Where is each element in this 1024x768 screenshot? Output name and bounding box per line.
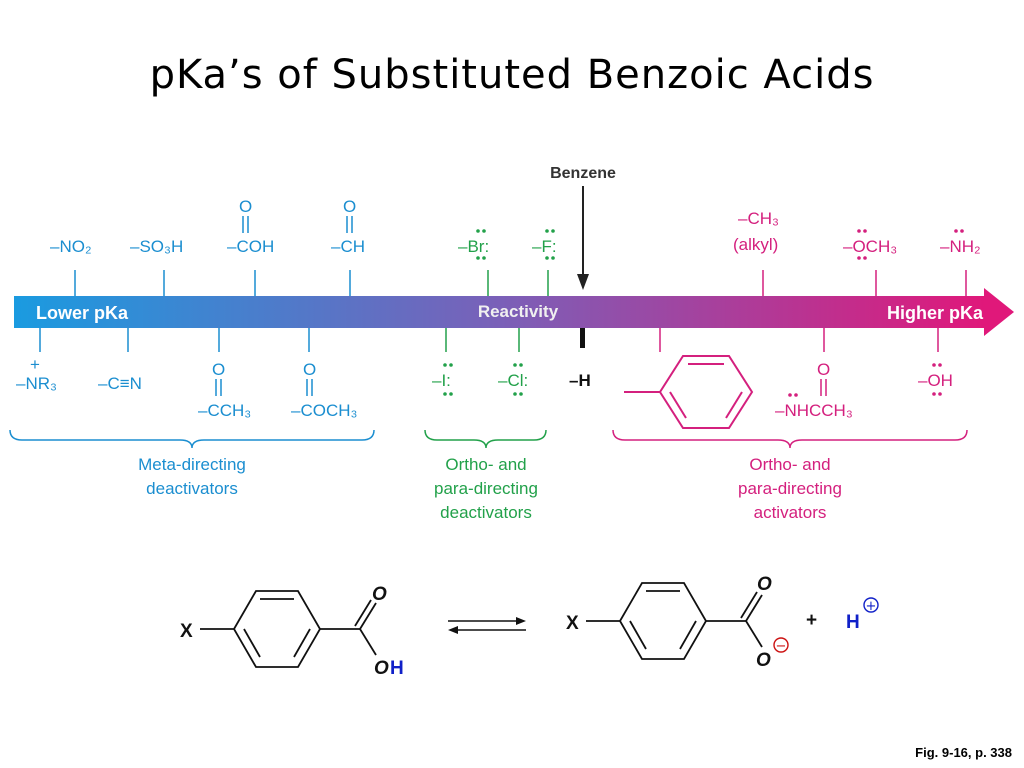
charge-plus: + (30, 355, 40, 374)
substituent-x-right: X (566, 613, 579, 634)
figure-reference: Fig. 9-16, p. 338 (915, 745, 1012, 760)
substituent-amino: –NH₂ (940, 229, 981, 256)
substituent-methoxy: –OCH₃ (843, 229, 897, 260)
group-label-line: deactivators (440, 503, 532, 522)
substituent-label: –I: (432, 371, 451, 390)
carboxylate-oxygen: O (756, 650, 771, 671)
reactivity-label: Reactivity (478, 302, 559, 321)
substituent-acetamido: O –NHCCH₃ (775, 360, 853, 420)
group-label-line: Meta-directing (138, 455, 246, 474)
lone-pair-dots (857, 229, 867, 260)
substituent-label: –CH₃ (738, 209, 779, 228)
substituent-label: –F: (532, 237, 557, 256)
positive-charge: + (863, 597, 879, 614)
substituent-label: –Br: (458, 237, 489, 256)
substituent-label: –OH (918, 371, 953, 390)
deactivating-op-bracket (424, 429, 547, 449)
substituent-label: –NR₃ (16, 374, 57, 393)
substituent-nitro: –NO₂ (50, 237, 92, 256)
substituent-alkyl: –CH₃ (alkyl) (733, 209, 779, 254)
lower-pka-label: Lower pKa (36, 303, 129, 323)
group-label-line: activators (754, 503, 827, 522)
group-label-line: para-directing (434, 479, 538, 498)
substituent-x-left: X (180, 621, 193, 642)
benzene-arrow (577, 186, 589, 290)
carbonyl-oxygen-left: O (372, 584, 387, 605)
substituent-label: –CCH₃ (198, 401, 251, 420)
lone-pair-dots (932, 363, 942, 396)
carbonyl-oxygen: O (212, 360, 225, 379)
lone-pair-dots (476, 229, 486, 260)
higher-pka-label: Higher pKa (887, 303, 984, 323)
deactivating-op-label: Ortho- and para-directing deactivators (434, 455, 538, 522)
hydrogen-marker (580, 328, 585, 348)
group-label-line: Ortho- and (445, 455, 526, 474)
substituent-ester: O –COCH₃ (291, 360, 357, 420)
substituent-label: –NHCCH₃ (775, 401, 853, 420)
bottom-ticks (39, 328, 939, 352)
group-label-line: Ortho- and (749, 455, 830, 474)
meta-group-label: Meta-directing deactivators (138, 455, 246, 498)
page-title: pKa’s of Substituted Benzoic Acids (149, 52, 875, 98)
substituent-bromo: –Br: (458, 229, 489, 260)
group-label-line: para-directing (738, 479, 842, 498)
carbonyl-oxygen-right: O (757, 574, 772, 595)
substituent-label: –OCH₃ (843, 237, 897, 256)
substituent-chloro: –Cl: (498, 363, 528, 396)
substituent-trialkylammonium: + –NR₃ (16, 355, 57, 393)
lone-pair-dots (954, 229, 964, 233)
substituent-fluoro: –F: (532, 229, 557, 260)
substituent-phenyl (624, 355, 754, 429)
equilibrium-arrows (448, 617, 526, 634)
substituent-nitrile: –C≡N (98, 374, 142, 393)
hydroxyl-oxygen-left: O (374, 658, 389, 679)
benzene-label: Benzene (550, 165, 616, 182)
carbonyl-oxygen: O (303, 360, 316, 379)
substituent-sulfonic-acid: –SO₃H (130, 237, 183, 256)
negative-charge: − (773, 637, 789, 654)
substituent-iodo: –I: (432, 363, 453, 396)
lone-pair-dots (513, 363, 523, 396)
top-ticks (74, 270, 967, 296)
substituent-hydroxyl: –OH (918, 363, 953, 396)
group-label-line: deactivators (146, 479, 238, 498)
pka-scale-arrow (14, 288, 1014, 336)
carbonyl-oxygen: O (343, 197, 356, 216)
substituent-ketone: O –CCH₃ (198, 360, 251, 420)
charge-symbol: − (776, 639, 787, 654)
substituent-label: –NH₂ (940, 237, 981, 256)
benzoic-acid-structure (200, 590, 377, 668)
carbonyl-oxygen: O (239, 197, 252, 216)
substituent-label: –CH (331, 237, 365, 256)
lone-pair-dots (545, 229, 555, 260)
lone-pair-dots (443, 363, 453, 396)
hydrogen-label: –H (569, 371, 591, 390)
carbonyl-oxygen: O (817, 360, 830, 379)
substituent-label: –COH (227, 237, 274, 256)
substituent-label: –COCH₃ (291, 401, 357, 420)
substituent-label: –Cl: (498, 371, 528, 390)
substituent-aldehyde: O –CH (331, 197, 365, 256)
lone-pair-dots (788, 393, 798, 397)
meta-group-bracket (9, 429, 375, 449)
charge-symbol: + (866, 599, 877, 614)
proton: H (846, 612, 860, 633)
activating-op-label: Ortho- and para-directing activators (738, 455, 842, 522)
substituent-note: (alkyl) (733, 235, 778, 254)
activating-op-bracket (612, 429, 968, 449)
substituent-carboxylic-acid: O –COH (227, 197, 274, 256)
benzoate-structure (586, 582, 763, 660)
acidic-hydrogen: H (390, 658, 404, 679)
plus-sign: + (806, 610, 817, 631)
